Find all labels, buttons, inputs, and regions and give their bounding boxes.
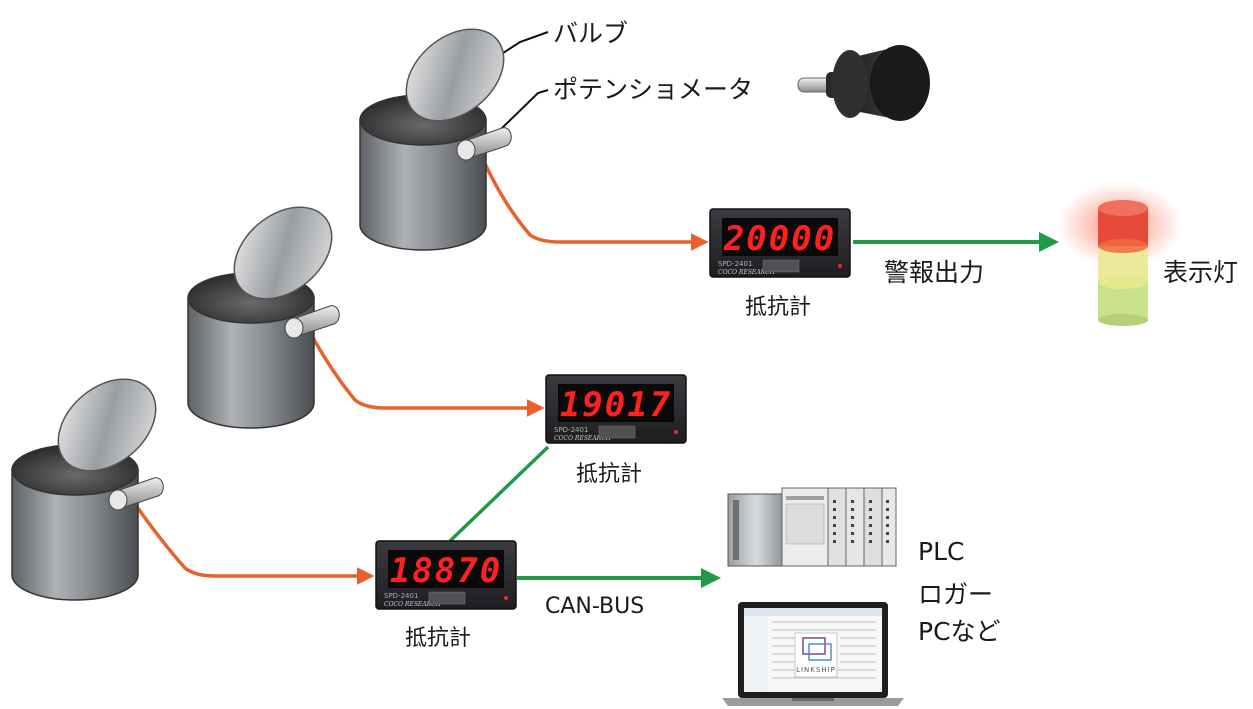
meter-2-reading: 19017 [560, 385, 672, 425]
indicator-lamp-image [1058, 183, 1182, 326]
valve-tank-3 [11, 378, 164, 601]
potentiometer-label: ポテンショメータ [553, 75, 754, 104]
resistance-meter-1: 20000 SPD-2401 COCO RESEARCH [709, 208, 851, 278]
meter-3-brand: COCO RESEARCH [384, 601, 442, 608]
pot-leader-line [499, 89, 549, 131]
signal-wire-2 [304, 324, 545, 417]
alarm-output-label: 警報出力 [884, 258, 985, 287]
indicator-lamp-label: 表示灯 [1163, 258, 1239, 287]
destination-plc-label: PLC [918, 537, 965, 566]
meter-2-label: 抵抗計 [576, 462, 643, 487]
valve-tank-2 [187, 206, 340, 429]
signal-wire-3 [128, 495, 375, 585]
destination-pc-label: PCなど [918, 617, 1001, 646]
signal-wire-1 [476, 147, 709, 251]
valve-tank-1 [359, 28, 512, 251]
meter-link-line [448, 445, 550, 543]
meter-1-brand: COCO RESEARCH [718, 269, 776, 276]
meter-1-reading: 20000 [723, 219, 836, 259]
potentiometer-image [797, 45, 930, 121]
meter-3-reading: 18870 [390, 551, 502, 591]
valve-label: バルブ [553, 19, 629, 48]
resistance-meter-2: 19017 SPD-2401 COCO RESEARCH [545, 374, 687, 444]
meter-3-label: 抵抗計 [405, 626, 472, 651]
meter-1-model: SPD-2401 [718, 260, 752, 268]
meter-2-brand: COCO RESEARCH [554, 435, 612, 442]
resistance-meter-3: 18870 SPD-2401 COCO RESEARCH [375, 540, 517, 610]
destination-logger-label: ロガー [918, 580, 994, 609]
laptop-image: LINKSHIP [722, 602, 904, 706]
plc-image [727, 487, 897, 567]
meter-3-model: SPD-2401 [384, 592, 418, 600]
meter-2-model: SPD-2401 [554, 426, 588, 434]
laptop-screen-logo: LINKSHIP [796, 666, 836, 674]
meter-1-label: 抵抗計 [745, 295, 812, 320]
can-bus-label: CAN-BUS [545, 594, 645, 619]
